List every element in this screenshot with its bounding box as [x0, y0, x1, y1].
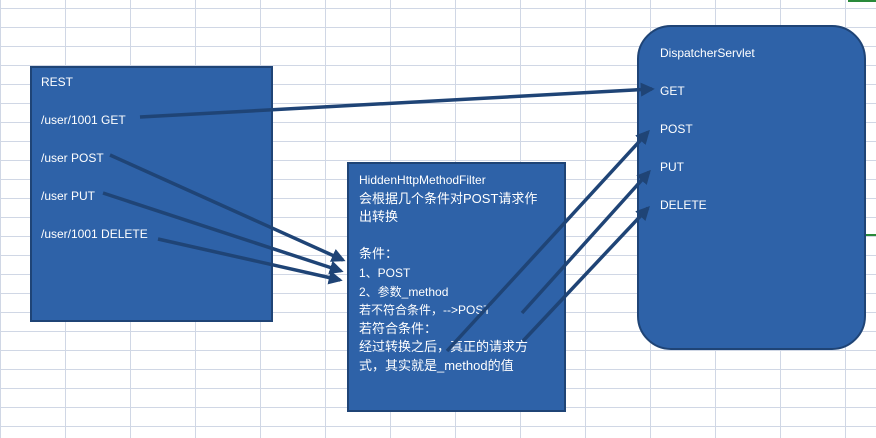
filter-line: 出转换: [359, 209, 399, 225]
filter-line: 若不符合条件，-->POST: [359, 303, 491, 318]
hidden-http-method-filter-box: HiddenHttpMethodFilter 会根据几个条件对POST请求作 出…: [347, 162, 566, 412]
filter-line: 若符合条件：: [359, 320, 438, 336]
arrow-filter-to-put: [520, 169, 651, 315]
filter-line: 经过转换之后，真正的请求方: [359, 339, 529, 355]
rest-item-get: /user/1001 GET: [41, 113, 126, 127]
dispatcher-item-get: GET: [660, 84, 685, 98]
filter-line: 式，其实就是_method的值: [359, 357, 514, 373]
arrow-get-to-dispatcher: [139, 82, 655, 119]
filter-text: HiddenHttpMethodFilter 会根据几个条件对POST请求作 出…: [359, 171, 559, 376]
filter-line: 会根据几个条件对POST请求作: [359, 190, 538, 206]
filter-line: 1、POST: [359, 265, 411, 280]
dispatcher-item-delete: DELETE: [660, 198, 707, 212]
rest-item-put: /user PUT: [41, 189, 96, 203]
rest-item-delete: /user/1001 DELETE: [41, 227, 148, 241]
dispatcher-box-title: DispatcherServlet: [660, 46, 755, 60]
dispatcher-servlet-box: DispatcherServlet GET POST PUT DELETE: [637, 25, 866, 350]
green-border-line: [848, 0, 876, 2]
arrow-delete-to-filter: [157, 237, 343, 285]
rest-box: REST /user/1001 GET /user POST /user PUT…: [30, 66, 273, 322]
arrow-post-to-filter: [109, 153, 346, 262]
rest-item-post: /user POST: [41, 151, 104, 165]
filter-box-title: HiddenHttpMethodFilter: [359, 173, 486, 187]
arrow-filter-to-post: [445, 129, 650, 353]
arrow-filter-to-delete: [521, 205, 650, 343]
filter-line: 条件：: [359, 246, 399, 262]
dispatcher-item-put: PUT: [660, 160, 684, 174]
filter-line: 2、参数_method: [359, 284, 449, 299]
green-border-line: [862, 234, 876, 236]
dispatcher-item-post: POST: [660, 122, 693, 136]
arrow-put-to-filter: [102, 191, 344, 275]
rest-box-title: REST: [41, 75, 74, 89]
